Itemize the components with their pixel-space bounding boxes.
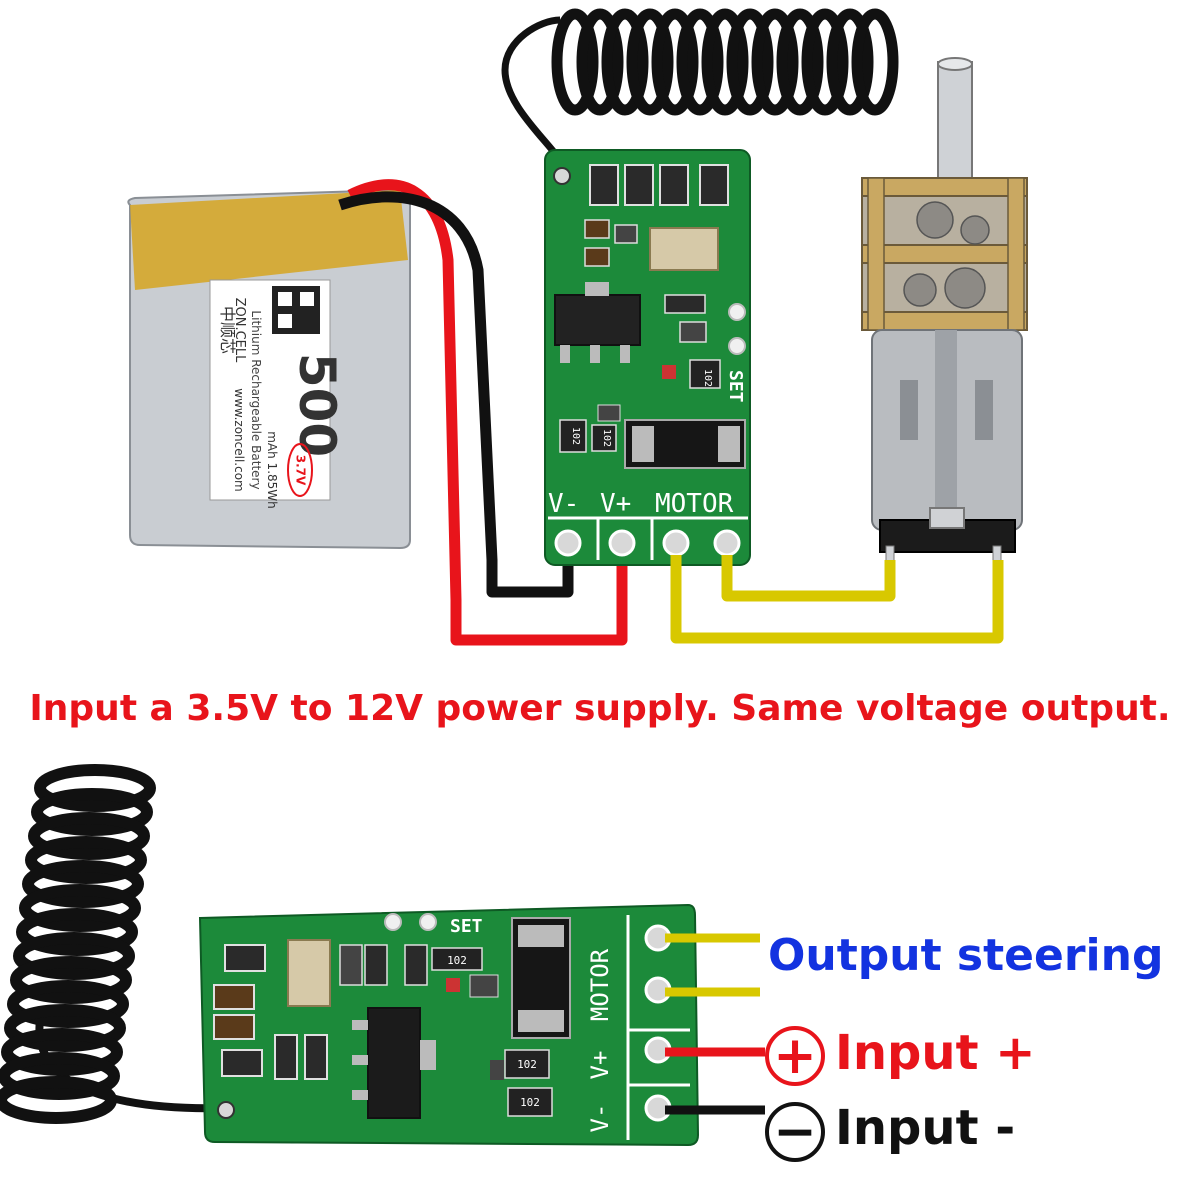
bottom-set-label: SET: [450, 916, 483, 937]
top-set-label: SET: [725, 370, 746, 403]
bottom-resistor-code-1: 102: [447, 954, 467, 967]
minus-circle-icon: −: [765, 1102, 825, 1162]
bottom-regulator-chip-icon: [367, 1007, 421, 1119]
top-pin-label-vneg: V-: [548, 489, 579, 519]
top-pin-pad-motor-a: [662, 529, 690, 557]
top-resistor-code-1: 102: [702, 369, 713, 387]
top-pin-label-motor: MOTOR: [655, 489, 734, 519]
battery-website: www.zoncell.com: [232, 388, 246, 492]
top-pin-pad-motor-b: [713, 529, 741, 557]
bottom-resistor-code-2: 102: [517, 1058, 537, 1071]
lipo-battery: 500 Lithium Rechargeable Battery ZON.CEL…: [127, 188, 411, 550]
top-pin-pad-vneg: [554, 529, 582, 557]
top-pin-label-vpos: V+: [600, 489, 631, 519]
battery-voltage-badge: [287, 443, 313, 497]
bottom-receiver-board: 102 SET 102 102 MOTOR V+ V-: [198, 903, 700, 1147]
top-resistor-code-2: 102: [570, 427, 581, 445]
battery-capacity: 500: [288, 353, 346, 457]
crystal-oscillator-icon: [649, 227, 719, 271]
input-plus-label: Input +: [835, 1025, 1036, 1081]
bottom-antenna-coil: [0, 764, 226, 1124]
bottom-label-wires: [665, 933, 765, 1115]
battery-chinese-brand: 中顺芯: [218, 306, 237, 354]
top-antenna-coil: [501, 8, 899, 172]
battery-leads: [338, 179, 628, 646]
battery-type-text: Lithium Rechargeable Battery: [249, 310, 263, 489]
bottom-crystal-oscillator-icon: [287, 939, 331, 1007]
battery-unit-line: mAh 1.85Wh: [265, 431, 279, 509]
voltage-caption: Input a 3.5V to 12V power supply. Same v…: [29, 688, 1171, 729]
bottom-pin-label-vpos: V+: [586, 1051, 614, 1080]
output-steering-label: Output steering: [768, 930, 1164, 981]
top-pin-pad-vpos: [608, 529, 636, 557]
plus-circle-icon: +: [765, 1026, 825, 1086]
negative-wire: [338, 191, 574, 598]
input-minus-label: Input -: [835, 1100, 1016, 1156]
top-receiver-board: SET 102 102 102 V- V+ MOTOR: [544, 149, 751, 566]
top-resistor-code-3: 102: [601, 429, 612, 447]
battery-voltage: 3.7V: [294, 455, 308, 486]
battery-brand: ZON.CELL: [232, 298, 247, 364]
bottom-pin-label-motor: MOTOR: [586, 948, 614, 1021]
motor-wire-a: [721, 555, 896, 602]
regulator-chip-icon: [554, 294, 641, 346]
motor-wire-b: [670, 555, 1004, 644]
motor-wires: [670, 555, 1004, 644]
bottom-pin-label-vneg: V-: [586, 1104, 614, 1133]
gear-motor: [861, 57, 1028, 571]
bottom-resistor-code-3: 102: [520, 1096, 540, 1109]
